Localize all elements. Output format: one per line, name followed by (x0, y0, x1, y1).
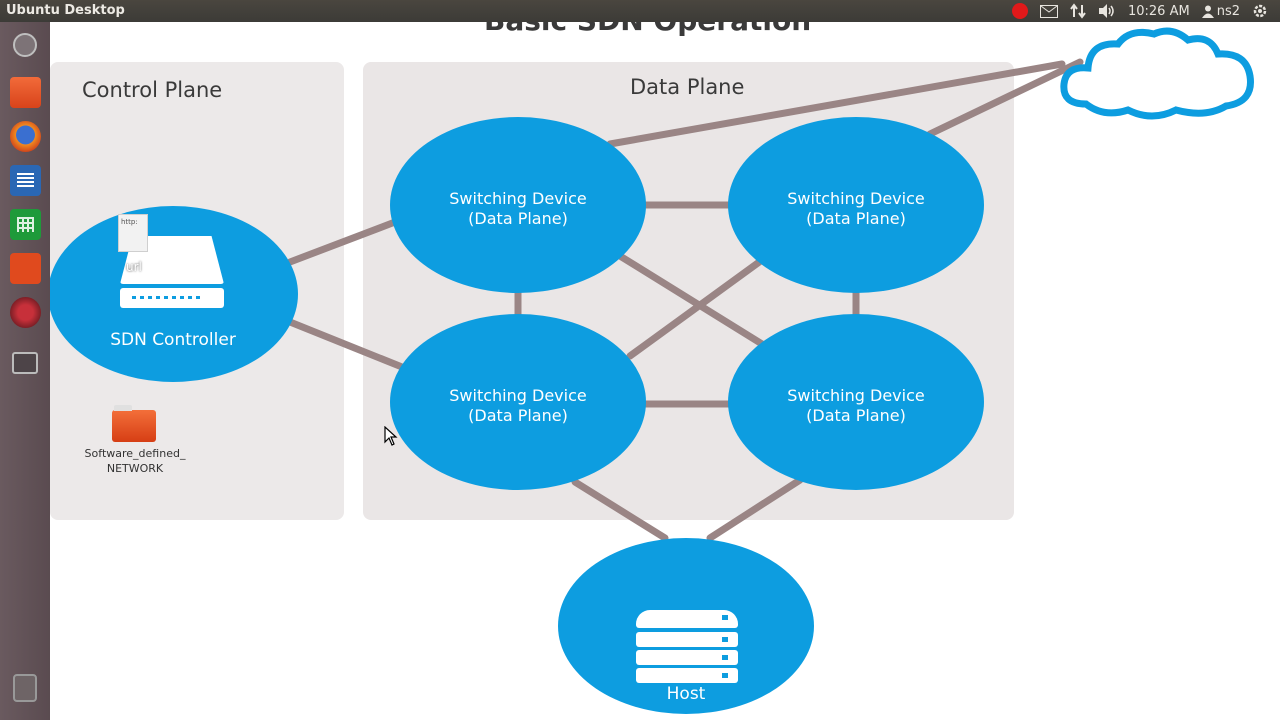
url-file-tag: http: (121, 218, 138, 226)
firefox-icon[interactable] (10, 121, 41, 152)
link-sw2-sw3 (626, 256, 766, 360)
switching-device-2: Switching Device(Data Plane) (728, 117, 984, 293)
calc-icon[interactable] (10, 209, 41, 240)
link-sw1-sw4 (616, 252, 766, 348)
switching-device-1: Switching Device(Data Plane) (390, 117, 646, 293)
window-title: Ubuntu Desktop (6, 3, 125, 18)
switch-label: Switching Device (787, 189, 925, 208)
record-icon[interactable] (1011, 3, 1028, 19)
host-server-tier (636, 668, 738, 683)
switching-device-3: Switching Device(Data Plane) (390, 314, 646, 490)
control-plane-label: Control Plane (82, 78, 223, 102)
user-menu[interactable]: ns2 (1201, 3, 1240, 19)
clock[interactable]: 10:26 AM (1127, 3, 1190, 19)
host-node: Host (558, 538, 814, 714)
writer-icon[interactable] (10, 165, 41, 196)
switching-device-4: Switching Device(Data Plane) (728, 314, 984, 490)
switch-label: Switching Device (449, 386, 587, 405)
user-icon (1201, 5, 1214, 18)
controller-label: SDN Controller (110, 330, 236, 350)
link-sw2-cloud (926, 58, 1084, 138)
server-base-icon (120, 288, 224, 308)
sdn-diagram: Basic SDN Operation Control Plane Data P… (50, 22, 1280, 720)
folder-icon[interactable] (112, 405, 156, 442)
switch-sublabel: (Data Plane) (806, 406, 906, 425)
link-sw1-cloud (606, 60, 1066, 148)
link-controller-sw1 (286, 218, 399, 266)
slide-title: Basic SDN Operation (484, 22, 811, 37)
link-controller-sw3 (286, 318, 406, 371)
network-icon[interactable] (1070, 3, 1086, 19)
mail-icon[interactable] (1039, 4, 1058, 18)
system-settings-icon[interactable] (10, 297, 41, 328)
data-plane-label: Data Plane (630, 75, 745, 99)
system-tray: 10:26 AM ns2 (1011, 0, 1280, 22)
cloud-icon (1060, 27, 1254, 120)
user-name: ns2 (1216, 3, 1240, 19)
url-file-icon[interactable]: http: (118, 214, 148, 252)
sdn-controller-node: SDN Controller (50, 206, 298, 382)
volume-icon[interactable] (1098, 3, 1116, 19)
link-sw4-host (706, 476, 804, 542)
power-gear-icon[interactable] (1252, 3, 1268, 19)
url-file-label[interactable]: url (126, 260, 142, 274)
dash-home-icon[interactable] (13, 33, 37, 57)
folder-label[interactable]: Software_defined_ NETWORK (84, 447, 186, 475)
host-label: Host (666, 684, 706, 704)
link-sw3-host (571, 478, 669, 542)
workspace-switcher-icon[interactable] (12, 352, 38, 374)
switch-label: Switching Device (449, 189, 587, 208)
trash-icon[interactable] (13, 674, 37, 702)
launcher (0, 22, 50, 720)
host-server-tier (636, 650, 738, 665)
host-server-tier (636, 632, 738, 647)
top-panel: Ubuntu Desktop 10:26 AM ns2 (0, 0, 1280, 22)
host-server-icon (636, 610, 738, 628)
switch-sublabel: (Data Plane) (806, 209, 906, 228)
switch-label: Switching Device (787, 386, 925, 405)
software-center-icon[interactable] (10, 253, 41, 284)
switch-sublabel: (Data Plane) (468, 406, 568, 425)
switch-sublabel: (Data Plane) (468, 209, 568, 228)
files-icon[interactable] (10, 77, 41, 108)
mouse-cursor-icon (384, 426, 398, 446)
